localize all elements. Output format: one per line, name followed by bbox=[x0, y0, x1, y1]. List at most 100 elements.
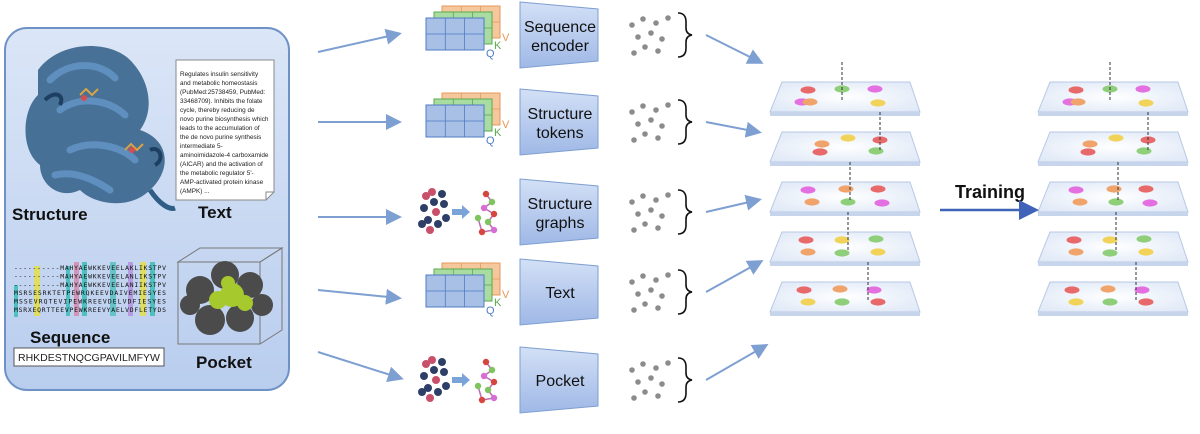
embedding-dot bbox=[629, 109, 635, 115]
embedding-dot bbox=[631, 227, 637, 233]
training-arrow-group: Training bbox=[940, 182, 1039, 220]
embedding-plane bbox=[1037, 281, 1189, 316]
cluster-point bbox=[866, 286, 882, 294]
embedding-plane bbox=[769, 81, 921, 116]
qkv-letter-k: K bbox=[494, 127, 502, 139]
embedding-dot bbox=[648, 117, 654, 123]
arrow-to-encoder-1 bbox=[317, 28, 402, 53]
cluster-point bbox=[1134, 286, 1150, 294]
embedding-dot bbox=[635, 291, 641, 297]
embedding-dot bbox=[648, 30, 654, 36]
cluster-point bbox=[802, 98, 818, 106]
embedding-dot bbox=[659, 293, 665, 299]
curly-brace bbox=[677, 189, 693, 235]
embedding-dot bbox=[665, 15, 671, 21]
sequence-label: Sequence bbox=[30, 328, 110, 347]
cluster-point bbox=[1108, 134, 1124, 142]
embedding-dot bbox=[655, 393, 661, 399]
cluster-point bbox=[870, 248, 886, 256]
cluster-point bbox=[1068, 86, 1084, 94]
embedding-plane bbox=[1037, 231, 1189, 266]
structure-label: Structure bbox=[12, 205, 88, 224]
cluster-point bbox=[800, 298, 816, 306]
cluster-point bbox=[870, 298, 886, 306]
alignment-row: MSRXEQRTTEEVPEWKREEVYAELVDFLETYDS bbox=[14, 306, 166, 314]
embedding-dot bbox=[642, 131, 648, 137]
cluster-point bbox=[1136, 235, 1152, 243]
encoder-label: Pocket bbox=[536, 373, 585, 390]
embedding-plane bbox=[1037, 131, 1189, 166]
embedding-dot bbox=[629, 22, 635, 28]
curly-brace bbox=[677, 99, 693, 145]
embedding-dot bbox=[629, 279, 635, 285]
embedding-plane bbox=[769, 231, 921, 266]
alignment-row: ----------MAHYAEWKKEVEELAKLIKSTPV bbox=[14, 264, 166, 272]
encoder-block bbox=[519, 258, 599, 326]
embedding-plane bbox=[1037, 81, 1189, 116]
embedding-dot bbox=[659, 123, 665, 129]
embedding-dot bbox=[653, 365, 659, 371]
alignment-row: ----------MAHYAEWKKEVEELANLIKSTPV bbox=[14, 272, 166, 280]
cluster-point bbox=[800, 186, 816, 194]
curly-brace bbox=[677, 12, 693, 58]
arrow-out-5 bbox=[705, 344, 769, 381]
cluster-point bbox=[1102, 249, 1118, 257]
text-label: Text bbox=[198, 203, 232, 222]
pocket-label: Pocket bbox=[196, 353, 252, 372]
embedding-dot bbox=[642, 389, 648, 395]
alignment-row: MSRSESRKTETPEWRQKEEVDAIVEMIESYES bbox=[14, 289, 166, 297]
embedding-dot bbox=[635, 121, 641, 127]
cluster-point bbox=[868, 147, 884, 155]
training-label: Training bbox=[955, 182, 1025, 202]
cluster-point bbox=[814, 140, 830, 148]
cluster-point bbox=[868, 235, 884, 243]
embedding-dot bbox=[655, 48, 661, 54]
cluster-point bbox=[838, 185, 854, 193]
qkv-matrix-icon: QKV bbox=[425, 92, 510, 147]
cluster-point bbox=[1066, 236, 1082, 244]
embedding-plane bbox=[769, 181, 921, 216]
embedding-dot bbox=[653, 197, 659, 203]
cluster-point bbox=[1138, 298, 1154, 306]
text-card-line: cycle, thereby reducing de bbox=[180, 107, 255, 114]
cluster-point bbox=[1108, 198, 1124, 206]
text-card-line: the metabolic regulator 5'- bbox=[180, 170, 254, 177]
qkv-letter-q: Q bbox=[486, 135, 495, 147]
embedding-dot bbox=[665, 192, 671, 198]
input-arrows bbox=[317, 28, 404, 382]
qkv-letter-k: K bbox=[494, 40, 502, 52]
encoder-block bbox=[519, 88, 599, 156]
embedding-plane bbox=[1037, 181, 1189, 216]
text-card-line: 33468709). Inhibits the folate bbox=[180, 98, 263, 105]
embedding-dot bbox=[635, 211, 641, 217]
qkv-letter-v: V bbox=[502, 32, 510, 44]
cluster-point bbox=[798, 236, 814, 244]
embedding-dot bbox=[655, 305, 661, 311]
cluster-point bbox=[870, 99, 886, 107]
cluster-point bbox=[1142, 199, 1158, 207]
qkv-letter-q: Q bbox=[486, 305, 495, 317]
text-card-line: the de novo purine synthesis bbox=[180, 134, 261, 141]
cluster-point bbox=[1068, 186, 1084, 194]
cluster-point bbox=[804, 198, 820, 206]
cluster-point bbox=[1068, 298, 1084, 306]
embedding-dot bbox=[629, 199, 635, 205]
embedding-dot bbox=[631, 395, 637, 401]
embedding-dot bbox=[635, 379, 641, 385]
cluster-point bbox=[1072, 198, 1088, 206]
embedding-dot bbox=[631, 137, 637, 143]
cluster-point bbox=[1102, 298, 1118, 306]
text-card-line: (AMPK) ... bbox=[180, 188, 210, 195]
embedding-dot bbox=[655, 225, 661, 231]
qkv-letter-v: V bbox=[502, 289, 510, 301]
text-card-line: aminoimidazole-4 carboxamide bbox=[180, 152, 269, 159]
embedding-planes-after bbox=[1037, 62, 1189, 316]
embedding-dot bbox=[631, 50, 637, 56]
encoder-label: Text bbox=[545, 285, 575, 302]
encoder-block bbox=[519, 178, 599, 246]
